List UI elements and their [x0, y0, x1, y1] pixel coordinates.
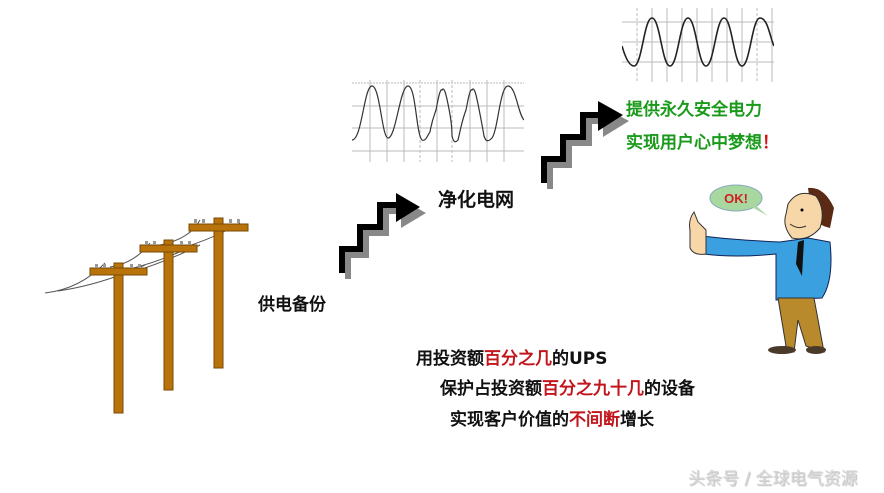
watermark: 头条号 / 全球电气资源: [688, 469, 858, 489]
speech-bubble-text: OK!: [724, 191, 748, 206]
statement-3-part-2: 不间断: [569, 410, 620, 430]
statement-1: 用投资额百分之几的UPS: [416, 344, 608, 369]
statement-2-part-1: 保护占投资额: [440, 379, 542, 399]
stair-arrow-icon: [541, 101, 629, 189]
power-poles-icon: [44, 217, 249, 414]
goal-exclamation: ！: [762, 133, 779, 153]
statement-3: 实现客户价值的不间断增长: [450, 405, 654, 430]
thumbs-up-man-icon: OK!: [689, 184, 834, 354]
statement-2: 保护占投资额百分之九十几的设备: [440, 374, 695, 399]
statement-2-part-2: 百分之九十几: [542, 379, 644, 399]
stage-label-backup-power: 供电备份: [258, 295, 326, 315]
stage-label-clean-grid: 净化电网: [438, 189, 515, 211]
statement-3-part-1: 实现客户价值的: [450, 410, 569, 430]
statement-1-part-2: 百分之几: [484, 349, 552, 369]
distorted-waveform-icon: [352, 80, 524, 162]
goal-line-2: 实现用户心中梦想！: [626, 128, 779, 153]
goal-line-2-text: 实现用户心中梦想: [626, 133, 762, 153]
statement-1-part-3: 的UPS: [552, 349, 608, 369]
statement-1-part-1: 用投资额: [416, 349, 484, 369]
statement-3-part-3: 增长: [620, 410, 654, 430]
stair-arrow-icon: [339, 193, 426, 279]
statement-2-part-3: 的设备: [644, 379, 695, 399]
goal-line-1: 提供永久安全电力: [626, 100, 762, 120]
sine-waveform-icon: [622, 8, 774, 82]
